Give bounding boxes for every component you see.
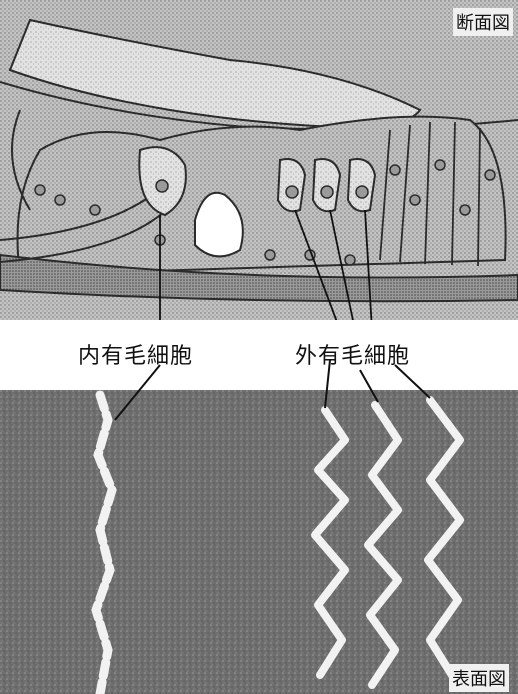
organ-of-corti <box>18 117 506 275</box>
surface-view-image <box>0 360 518 694</box>
cell-nucleus <box>156 180 168 192</box>
cell-nucleus <box>356 186 368 198</box>
cell-nucleus <box>321 186 333 198</box>
inner-hair-cells-label: 内有毛細胞 <box>78 338 193 370</box>
cross-section-diagram <box>0 0 518 330</box>
outer-hair-cells-group <box>278 159 375 211</box>
outer-hair-cell <box>278 159 305 211</box>
outer-hair-cell <box>348 159 375 211</box>
cell-nucleus <box>286 186 298 198</box>
outer-hair-cell <box>313 159 340 211</box>
surface-view-title: 表面図 <box>449 664 509 692</box>
cross-section-title: 断面図 <box>453 8 513 36</box>
outer-hair-cells-label: 外有毛細胞 <box>295 338 410 370</box>
